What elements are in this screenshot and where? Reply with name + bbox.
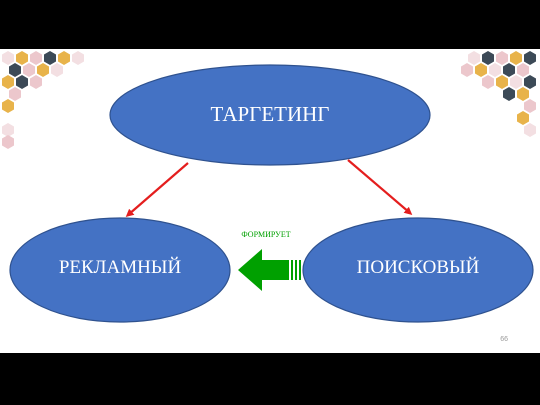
node-left-ellipse <box>9 217 231 323</box>
node-left-label: РЕКЛАМНЫЙ <box>58 257 182 278</box>
node-right-ellipse <box>302 217 534 323</box>
green-left-arrow-icon <box>238 249 301 291</box>
hexagon-decoration-left <box>2 51 84 149</box>
hexagon-decoration-right <box>461 51 536 137</box>
arrow-top-to-right <box>347 159 413 215</box>
page-number: 66 <box>500 336 508 343</box>
node-top-label: ТАРГЕТИНГ <box>210 102 330 126</box>
arrow-top-to-left <box>125 162 189 217</box>
relation-label: ФОРМИРУЕТ <box>241 230 291 239</box>
node-right-label: ПОИСКОВЫЙ <box>356 257 480 278</box>
slide: ТАРГЕТИНГ РЕКЛАМНЫЙ ПОИСКОВЫЙ ФОРМИРУЕТ … <box>0 49 540 353</box>
node-top-ellipse <box>109 64 431 166</box>
diagram-canvas <box>2 51 536 323</box>
